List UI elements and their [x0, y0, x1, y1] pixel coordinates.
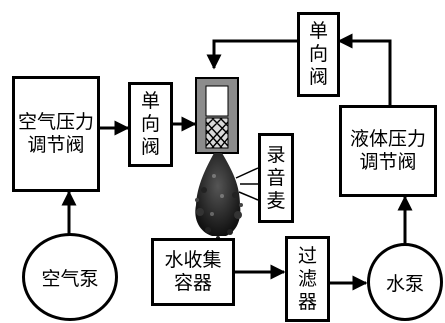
air-pump: 空气泵 [22, 233, 118, 321]
check-valve-top: 单 向 阀 [297, 12, 340, 97]
filter-box: 过 滤 器 [285, 236, 330, 322]
water-collection-container-label: 水收集 容器 [164, 249, 222, 294]
arrow-top-check-valve-to-nozzle [206, 39, 297, 70]
water-pump: 水泵 [367, 243, 443, 321]
arrow-liquid-regulator-to-top-check-valve [337, 33, 392, 105]
microphone-label: 录 音 麦 [266, 143, 286, 212]
check-valve-left: 单 向 阀 [128, 82, 173, 167]
water-collection-container: 水收集 容器 [151, 238, 235, 306]
microphone-box: 录 音 麦 [258, 133, 294, 223]
spray-plume [195, 153, 243, 240]
microphone-pointer-lines [235, 167, 259, 201]
filter-label: 过 滤 器 [297, 244, 317, 313]
air-pressure-regulator-label: 空气压力 调节阀 [17, 111, 94, 156]
air-pump-label: 空气泵 [41, 267, 99, 290]
water-pump-label: 水泵 [385, 272, 424, 295]
nozzle-mesh [205, 117, 229, 149]
nozzle-chamber [205, 85, 229, 117]
air-pressure-regulator: 空气压力 调节阀 [12, 76, 100, 192]
check-valve-top-label: 单 向 阀 [308, 20, 328, 88]
liquid-pressure-regulator: 液体压力 调节阀 [339, 105, 437, 197]
check-valve-left-label: 单 向 阀 [140, 90, 160, 158]
liquid-pressure-regulator-label: 液体压力 调节阀 [349, 128, 426, 173]
